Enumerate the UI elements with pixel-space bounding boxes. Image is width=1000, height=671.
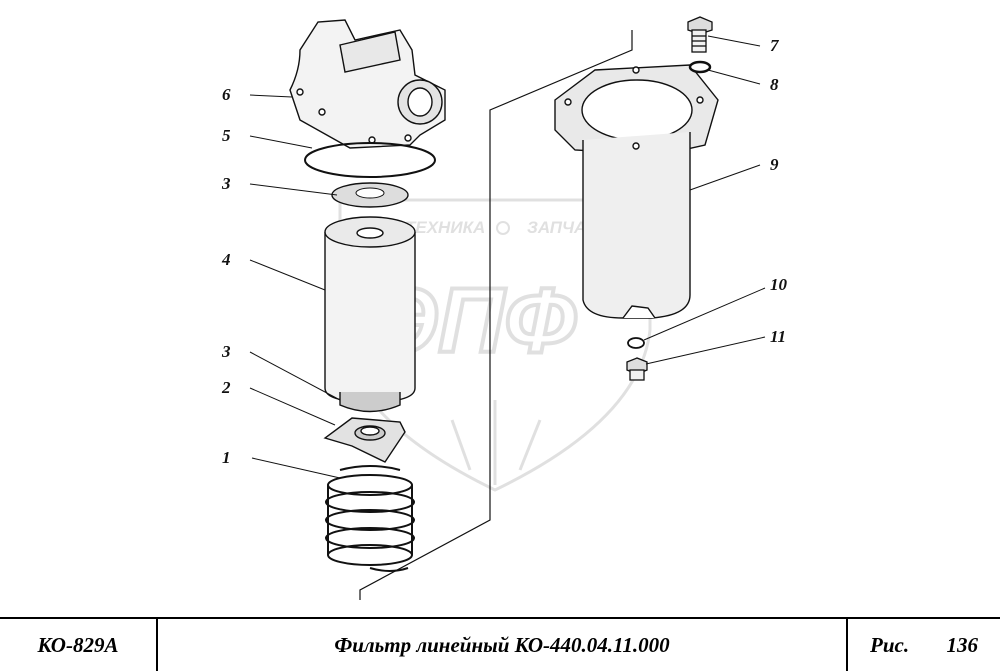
figure-ref: Рис. 136 — [848, 619, 1000, 671]
o-ring-10 — [627, 337, 645, 349]
callout-6: 6 — [222, 85, 231, 104]
callout-9: 9 — [770, 155, 779, 174]
bolt-washer — [688, 60, 712, 74]
o-ring-5 — [304, 142, 436, 178]
watermark-left-text: ТЕХНИКА — [405, 218, 485, 237]
filter-bowl — [554, 64, 719, 319]
bolt — [687, 16, 713, 53]
callout-11: 11 — [770, 327, 786, 346]
callout-1: 1 — [222, 448, 231, 467]
callout-numbers: 1 2 3 4 3 5 6 7 8 9 10 11 — [221, 36, 788, 467]
title-block: КО-829А Фильтр линейный КО-440.04.11.000… — [0, 617, 1000, 671]
gear-icon — [496, 221, 510, 235]
callout-2: 2 — [221, 378, 231, 397]
filter-element — [324, 216, 416, 413]
callout-3-upper: 3 — [221, 174, 231, 193]
callout-3-lower: 3 — [221, 342, 231, 361]
drawing-title: Фильтр линейный КО-440.04.11.000 — [158, 619, 848, 671]
spring — [325, 465, 415, 572]
filter-head — [289, 19, 446, 149]
figure-number: 136 — [946, 632, 979, 657]
callout-5: 5 — [222, 126, 231, 145]
model-code: КО-829А — [0, 619, 158, 671]
callout-7: 7 — [770, 36, 780, 55]
drain-plug — [626, 357, 648, 381]
callout-10: 10 — [770, 275, 788, 294]
callout-8: 8 — [770, 75, 779, 94]
seal-lower — [323, 417, 406, 463]
callout-4: 4 — [221, 250, 231, 269]
divider-line — [359, 30, 633, 600]
figure-label: Рис. — [870, 632, 910, 657]
leader-lines — [249, 35, 766, 479]
washer-upper — [331, 182, 409, 208]
exploded-view-drawing: ТЕХНИКА ЗАПЧАСТИ ЭПФ — [221, 16, 788, 600]
